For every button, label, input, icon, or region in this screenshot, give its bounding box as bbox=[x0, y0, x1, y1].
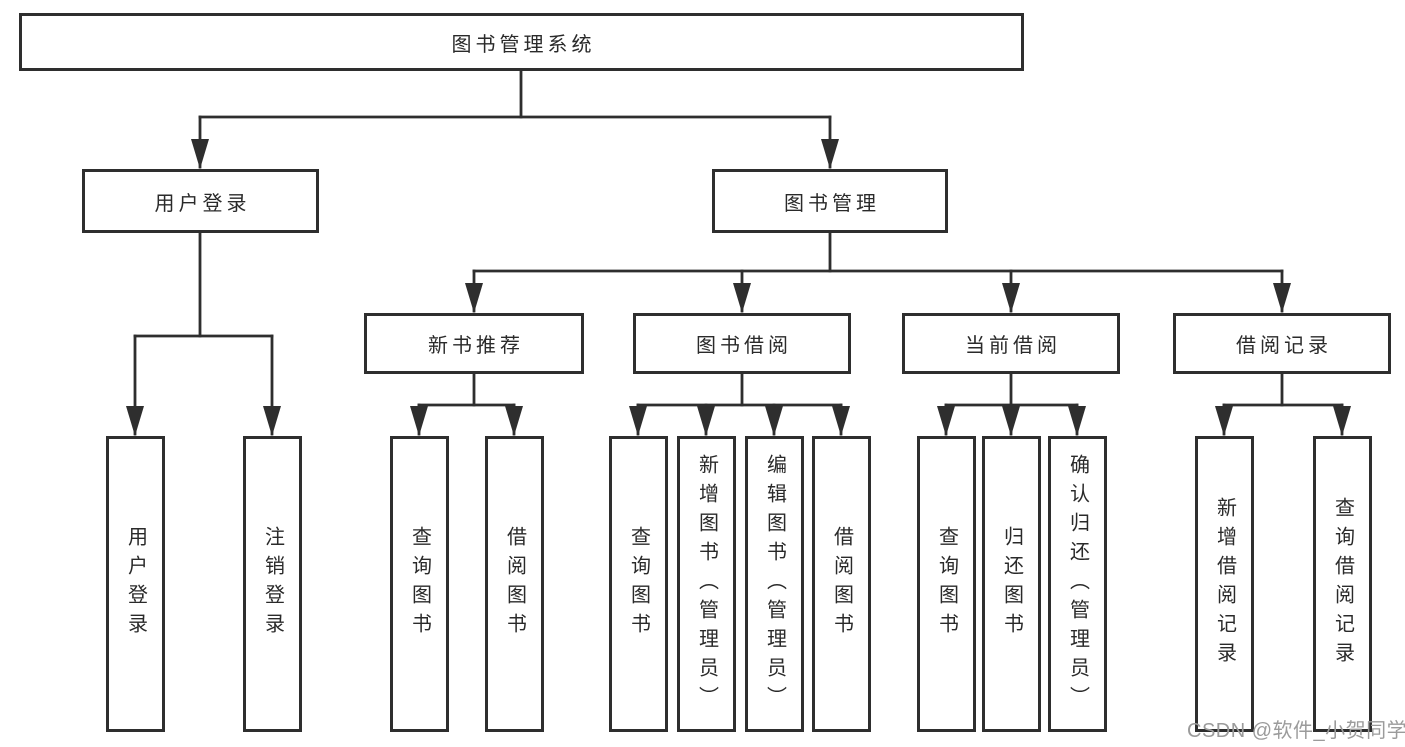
node-book-mgmt-label: 图书管理 bbox=[784, 192, 880, 215]
leaf-br-add-record-label: 新增借阅记录 bbox=[1213, 497, 1236, 671]
node-user-login: 用户登录 bbox=[82, 169, 319, 233]
node-book-borrow: 图书借阅 bbox=[633, 313, 851, 374]
leaf-cb-return-book: 归还图书 bbox=[982, 436, 1041, 732]
node-borrow-record-label: 借阅记录 bbox=[1236, 335, 1332, 357]
leaf-user-login-label: 用户登录 bbox=[124, 526, 147, 642]
leaf-cb-confirm-return-label: 确认归还（管理员） bbox=[1066, 453, 1089, 715]
leaf-cb-confirm-return: 确认归还（管理员） bbox=[1048, 436, 1107, 732]
leaf-bb-edit-book: 编辑图书（管理员） bbox=[745, 436, 804, 732]
leaf-logout: 注销登录 bbox=[243, 436, 302, 732]
node-current-borrow: 当前借阅 bbox=[902, 313, 1120, 374]
csdn-watermark: CSDN @软件_小贺同学 bbox=[1187, 720, 1405, 742]
leaf-br-query-record: 查询借阅记录 bbox=[1313, 436, 1372, 732]
leaf-cb-return-book-label: 归还图书 bbox=[1000, 526, 1023, 642]
leaf-bb-query-book: 查询图书 bbox=[609, 436, 668, 732]
leaf-nbr-borrow-book-label: 借阅图书 bbox=[503, 526, 526, 642]
leaf-cb-query-book: 查询图书 bbox=[917, 436, 976, 732]
leaf-bb-edit-book-label: 编辑图书（管理员） bbox=[763, 453, 786, 715]
node-root: 图书管理系统 bbox=[19, 13, 1024, 71]
leaf-br-add-record: 新增借阅记录 bbox=[1195, 436, 1254, 732]
leaf-bb-add-book-label: 新增图书（管理员） bbox=[695, 453, 718, 715]
node-root-label: 图书管理系统 bbox=[451, 33, 596, 56]
tree-connectors bbox=[126, 69, 1351, 436]
leaf-bb-add-book: 新增图书（管理员） bbox=[677, 436, 736, 732]
node-book-mgmt: 图书管理 bbox=[712, 169, 948, 233]
node-user-login-label: 用户登录 bbox=[154, 192, 251, 215]
node-current-borrow-label: 当前借阅 bbox=[965, 335, 1061, 357]
leaf-cb-query-book-label: 查询图书 bbox=[935, 526, 958, 642]
leaf-logout-label: 注销登录 bbox=[261, 526, 284, 642]
leaf-nbr-query-book: 查询图书 bbox=[390, 436, 449, 732]
node-new-book-rec-label: 新书推荐 bbox=[428, 335, 524, 357]
leaf-user-login: 用户登录 bbox=[106, 436, 165, 732]
leaf-bb-borrow-book-label: 借阅图书 bbox=[830, 526, 853, 642]
leaf-bb-query-book-label: 查询图书 bbox=[627, 526, 650, 642]
leaf-nbr-borrow-book: 借阅图书 bbox=[485, 436, 544, 732]
leaf-nbr-query-book-label: 查询图书 bbox=[408, 526, 431, 642]
leaf-bb-borrow-book: 借阅图书 bbox=[812, 436, 871, 732]
node-book-borrow-label: 图书借阅 bbox=[696, 335, 792, 357]
leaf-br-query-record-label: 查询借阅记录 bbox=[1331, 497, 1354, 671]
node-borrow-record: 借阅记录 bbox=[1173, 313, 1391, 374]
node-new-book-rec: 新书推荐 bbox=[364, 313, 584, 374]
